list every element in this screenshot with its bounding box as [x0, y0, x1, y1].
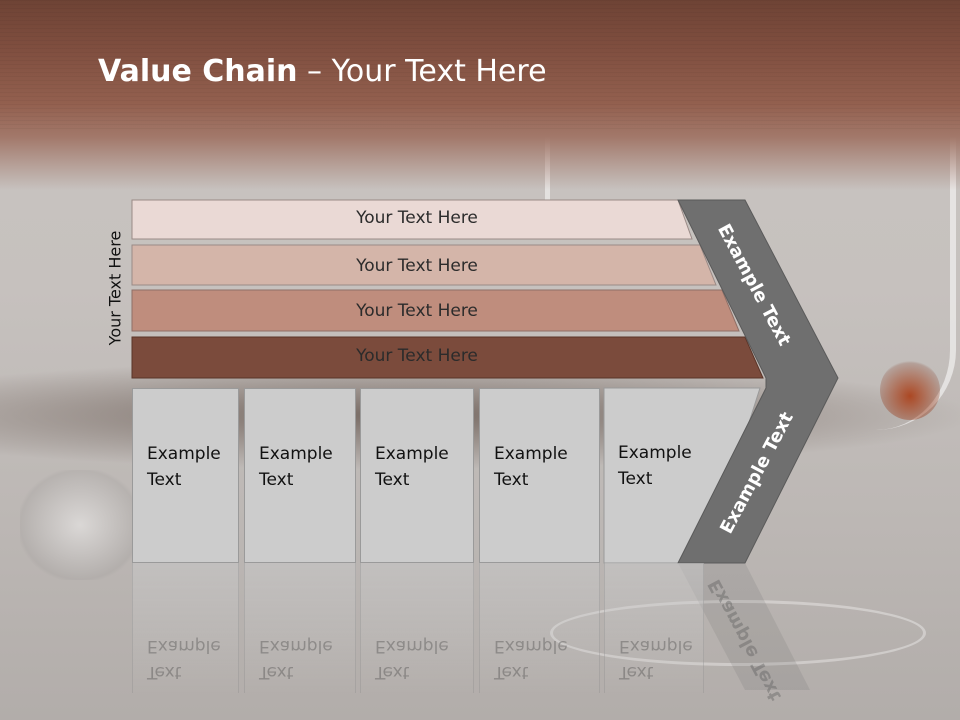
column-3[interactable]: Example Text — [360, 388, 474, 563]
column-5-reflection: Text Example — [604, 563, 704, 693]
column-1-text: Example Text — [147, 441, 221, 493]
slide-title-bold: Value Chain — [98, 54, 298, 89]
column-1-reflection-line-2: Text — [147, 662, 182, 682]
column-5-reflection-line-1: Example — [619, 636, 693, 656]
slide-title[interactable]: Value Chain – Your Text Here — [98, 54, 547, 89]
column-3-reflection-text: Text Example — [375, 633, 449, 685]
column-2-reflection-line-2: Text — [259, 662, 294, 682]
column-2-reflection: Text Example — [244, 563, 356, 693]
column-2-reflection-line-1: Example — [259, 636, 333, 656]
column-3-reflection-line-1: Example — [375, 636, 449, 656]
column-1[interactable]: Example Text — [132, 388, 239, 563]
column-5-line-2: Text — [618, 469, 653, 489]
background-glass-liquid — [880, 360, 940, 420]
bar-3-label: Your Text Here — [356, 301, 478, 321]
column-3-reflection-line-2: Text — [375, 662, 410, 682]
column-3-reflection: Text Example — [360, 563, 474, 693]
chevron-arrow[interactable] — [677, 199, 839, 564]
column-5-reflection-text: Text Example — [619, 633, 693, 685]
slide-title-rest: – Your Text Here — [297, 54, 547, 89]
column-1-line-1: Example — [147, 444, 221, 464]
column-3-line-1: Example — [375, 444, 449, 464]
column-1-reflection-line-1: Example — [147, 636, 221, 656]
column-4-reflection-line-2: Text — [494, 662, 529, 682]
column-5-reflection-line-2: Text — [619, 662, 654, 682]
column-5-text: Example Text — [618, 440, 692, 492]
column-1-reflection-text: Text Example — [147, 633, 221, 685]
header-texture — [0, 0, 960, 130]
column-2-line-2: Text — [259, 470, 294, 490]
bar-1-label: Your Text Here — [356, 208, 478, 228]
chevron-reflection — [678, 563, 810, 690]
column-4-line-1: Example — [494, 444, 568, 464]
column-4-reflection-line-1: Example — [494, 636, 568, 656]
bar-2-label: Your Text Here — [356, 256, 478, 276]
column-4-line-2: Text — [494, 470, 529, 490]
column-2-line-1: Example — [259, 444, 333, 464]
background-ice-cube — [20, 470, 140, 580]
column-2-text: Example Text — [259, 441, 333, 493]
column-1-reflection: Text Example — [132, 563, 239, 693]
column-5-line-1: Example — [618, 443, 692, 463]
bar-3[interactable] — [131, 289, 740, 332]
column-3-line-2: Text — [375, 470, 410, 490]
column-5[interactable]: Example Text — [604, 388, 724, 563]
background-glass-outline — [860, 130, 956, 430]
bar-4[interactable] — [131, 336, 764, 379]
column-3-text: Example Text — [375, 441, 449, 493]
column-4-reflection: Text Example — [479, 563, 600, 693]
column-2-reflection-text: Text Example — [259, 633, 333, 685]
column-1-line-2: Text — [147, 470, 182, 490]
column-4-text: Example Text — [494, 441, 568, 493]
bar-2[interactable] — [131, 244, 717, 286]
bar-4-label: Your Text Here — [356, 346, 478, 366]
bar-1[interactable] — [131, 199, 693, 240]
column-2[interactable]: Example Text — [244, 388, 356, 563]
header-band — [0, 0, 960, 190]
column-4-reflection-text: Text Example — [494, 633, 568, 685]
column-4[interactable]: Example Text — [479, 388, 600, 563]
